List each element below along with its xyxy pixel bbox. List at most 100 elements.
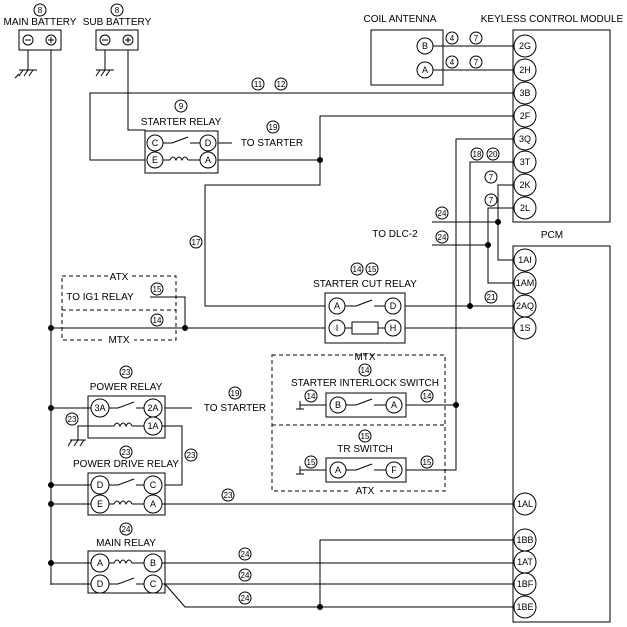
svg-text:F: F — [391, 465, 397, 475]
svg-text:MTX: MTX — [354, 352, 375, 363]
pcm: PCM 1AI 1AM 2AQ 1S 1AL 1BB 1AT 1BF 1BE — [512, 230, 611, 623]
power-drive-relay: 23 POWER DRIVE RELAY D C E A — [73, 445, 179, 516]
coil-antenna-label: COIL ANTENNA — [364, 14, 437, 25]
svg-text:14: 14 — [307, 392, 316, 401]
kcm-label: KEYLESS CONTROL MODULE — [481, 14, 624, 25]
svg-text:24: 24 — [122, 525, 131, 534]
pcm-pin-1al: 1AL — [513, 492, 537, 516]
svg-text:C: C — [150, 480, 157, 490]
svg-text:17: 17 — [192, 238, 201, 247]
pcm-pin-1be: 1BE — [513, 595, 537, 619]
svg-text:14: 14 — [423, 392, 432, 401]
svg-text:9: 9 — [179, 102, 184, 111]
svg-text:20: 20 — [489, 150, 498, 159]
keyless-control-module: KEYLESS CONTROL MODULE 2G 2H 3B 2F 3Q 3T… — [481, 14, 624, 223]
pcm-label: PCM — [541, 230, 563, 241]
kcm-pin-2l: 2L — [513, 196, 537, 220]
svg-text:A: A — [150, 499, 156, 509]
svg-text:2H: 2H — [519, 65, 531, 75]
to-ig1-label: TO IG1 RELAY — [66, 292, 134, 303]
interlock-switch-group: MTX 14 STARTER INTERLOCK SWITCH B A 14 1… — [271, 352, 446, 492]
svg-text:1AM: 1AM — [516, 278, 535, 288]
to-starter-2-label: TO STARTER — [204, 403, 266, 414]
main-battery: 8 MAIN BATTERY — [4, 3, 77, 79]
svg-text:12: 12 — [277, 80, 286, 89]
svg-text:1AL: 1AL — [517, 499, 533, 509]
pcm-pin-1s: 1S — [513, 316, 537, 340]
main-battery-label: MAIN BATTERY — [4, 17, 77, 28]
svg-text:7: 7 — [489, 196, 494, 205]
svg-text:8: 8 — [115, 6, 120, 15]
svg-text:2G: 2G — [519, 41, 531, 51]
svg-text:19: 19 — [231, 389, 240, 398]
svg-text:15: 15 — [423, 458, 432, 467]
svg-text:23: 23 — [68, 415, 77, 424]
svg-text:4: 4 — [450, 58, 455, 67]
kcm-pin-3b: 3B — [513, 81, 537, 105]
svg-text:1A: 1A — [147, 421, 158, 431]
svg-text:2K: 2K — [519, 180, 530, 190]
svg-text:H: H — [390, 323, 397, 333]
svg-text:1S: 1S — [519, 323, 530, 333]
kcm-pin-2k: 2K — [513, 173, 537, 197]
svg-text:ATX: ATX — [110, 272, 129, 283]
svg-text:15: 15 — [361, 432, 370, 441]
svg-text:MTX: MTX — [108, 335, 129, 346]
svg-text:11: 11 — [254, 80, 263, 89]
svg-text:D: D — [390, 301, 397, 311]
svg-text:1BB: 1BB — [516, 535, 533, 545]
svg-text:15: 15 — [307, 458, 316, 467]
svg-text:I: I — [336, 323, 339, 333]
tr-switch-group: 15 TR SWITCH A F 15 15 ATX — [296, 429, 434, 497]
svg-text:D: D — [205, 138, 212, 148]
ig1-relay-group: ATX MTX TO IG1 RELAY 15 14 — [61, 270, 177, 346]
power-relay-label: POWER RELAY — [90, 382, 163, 393]
svg-text:24: 24 — [241, 571, 250, 580]
interlock-switch-label: STARTER INTERLOCK SWITCH — [291, 378, 439, 389]
svg-text:15: 15 — [368, 265, 377, 274]
svg-text:14: 14 — [153, 316, 162, 325]
svg-text:19: 19 — [269, 123, 278, 132]
kcm-pin-2f: 2F — [513, 104, 537, 128]
starter-cut-relay: 14 15 STARTER CUT RELAY A D I H — [313, 262, 417, 344]
svg-text:E: E — [97, 499, 103, 509]
svg-text:24: 24 — [241, 550, 250, 559]
svg-text:C: C — [150, 579, 157, 589]
pcm-pin-2aq: 2AQ — [513, 294, 537, 318]
sub-battery: 8 SUB BATTERY — [83, 3, 152, 77]
coil-antenna: COIL ANTENNA B A — [364, 14, 444, 86]
svg-text:B: B — [150, 558, 156, 568]
svg-text:2AQ: 2AQ — [516, 301, 534, 311]
svg-text:1BE: 1BE — [516, 602, 533, 612]
svg-text:C: C — [152, 138, 159, 148]
svg-text:23: 23 — [224, 491, 233, 500]
svg-text:A: A — [391, 400, 397, 410]
svg-text:8: 8 — [38, 6, 43, 15]
svg-text:1AT: 1AT — [517, 557, 533, 567]
svg-text:B: B — [422, 41, 428, 51]
svg-text:1BF: 1BF — [517, 579, 534, 589]
pcm-pin-1at: 1AT — [513, 550, 537, 574]
svg-text:7: 7 — [474, 58, 479, 67]
pcm-pin-1am: 1AM — [513, 271, 537, 295]
svg-text:2A: 2A — [147, 403, 158, 413]
pcm-pin-1bb: 1BB — [513, 528, 537, 552]
main-relay: 24 MAIN RELAY A B D C — [87, 522, 166, 594]
pcm-pin-1ai: 1AI — [513, 248, 537, 272]
kcm-pin-3t: 3T — [513, 150, 537, 174]
svg-text:1AI: 1AI — [518, 255, 532, 265]
svg-text:A: A — [422, 65, 428, 75]
svg-text:3Q: 3Q — [519, 134, 531, 144]
svg-text:A: A — [205, 155, 211, 165]
sub-battery-label: SUB BATTERY — [83, 17, 152, 28]
svg-text:3B: 3B — [519, 88, 530, 98]
svg-text:2F: 2F — [520, 111, 531, 121]
svg-text:14: 14 — [353, 265, 362, 274]
svg-text:A: A — [334, 301, 340, 311]
svg-text:D: D — [97, 480, 104, 490]
svg-text:21: 21 — [487, 293, 496, 302]
svg-text:7: 7 — [489, 173, 494, 182]
kcm-pin-3q: 3Q — [513, 127, 537, 151]
starter-relay-label: STARTER RELAY — [141, 117, 222, 128]
